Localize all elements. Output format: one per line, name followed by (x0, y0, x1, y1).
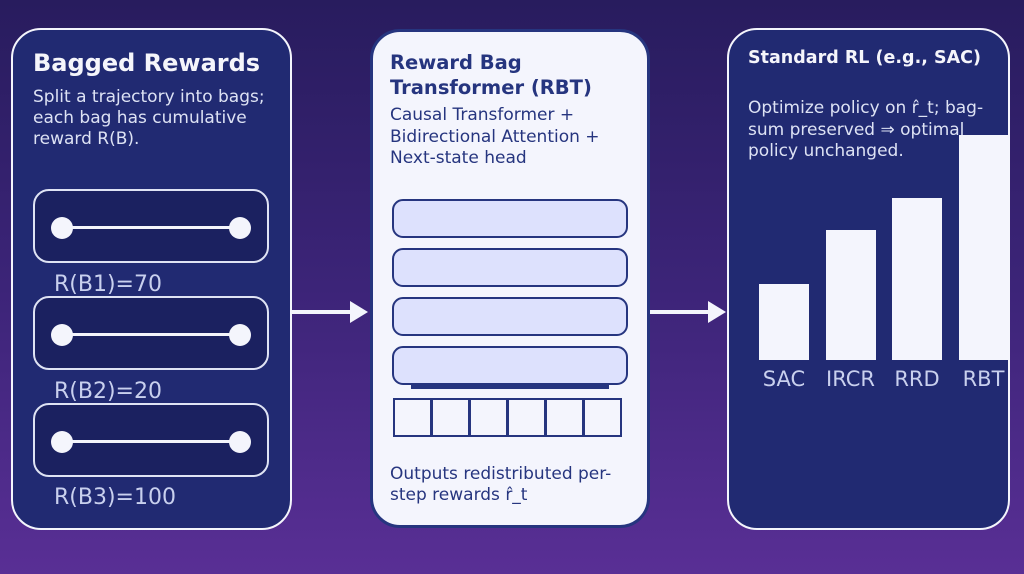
token-cell (395, 400, 430, 435)
transformer-layer-4 (392, 346, 628, 385)
token-cell (547, 400, 582, 435)
rbt-description: Causal Transformer + Bidirectional Atten… (390, 105, 600, 168)
arrow-right-icon (650, 301, 726, 323)
rbt-panel: Reward Bag Transformer (RBT) Causal Tran… (370, 29, 650, 528)
bar-ircr (825, 229, 876, 360)
trajectory-end-dot (229, 217, 251, 239)
standard-rl-title: Standard RL (e.g., SAC) (748, 48, 981, 68)
bag-2 (33, 296, 269, 370)
trajectory-segment-line (62, 333, 240, 336)
bag-2-reward-label: R(B2)=20 (54, 379, 162, 404)
trajectory-segment-line (62, 226, 240, 229)
bar-label-rrd: RRD (894, 367, 940, 391)
standard-rl-description: Optimize policy on r̂_t; bag-sum preserv… (748, 98, 984, 161)
bag-1 (33, 189, 269, 263)
bar-rrd (892, 198, 942, 360)
trajectory-start-dot (51, 217, 73, 239)
token-sequence (393, 398, 622, 437)
arrow-shaft (650, 310, 712, 314)
bar-sac (759, 283, 809, 360)
bag-3-reward-label: R(B3)=100 (54, 485, 176, 510)
standard-rl-panel: Standard RL (e.g., SAC) Optimize policy … (727, 28, 1010, 530)
trajectory-end-dot (229, 324, 251, 346)
bag-3 (33, 403, 269, 477)
transformer-layer-2 (392, 248, 628, 287)
bagged-rewards-panel: Bagged Rewards Split a trajectory into b… (11, 28, 292, 530)
bar-label-sac: SAC (762, 367, 806, 391)
rbt-title: Reward Bag Transformer (RBT) (390, 51, 592, 99)
bagged-rewards-description: Split a trajectory into bags; each bag h… (33, 87, 265, 149)
token-cell (433, 400, 468, 435)
bag-1-reward-label: R(B1)=70 (54, 272, 162, 297)
bar-label-rbt: RBT (962, 367, 1005, 391)
bar-label-ircr: IRCR (826, 367, 875, 391)
transformer-layer-3 (392, 297, 628, 336)
arrow-head (708, 301, 726, 323)
rbt-output-text: Outputs redistributed per-step rewards r… (390, 464, 612, 505)
trajectory-end-dot (229, 431, 251, 453)
token-cell (585, 400, 620, 435)
transformer-layer-1 (392, 199, 628, 238)
arrow-head (350, 301, 368, 323)
trajectory-start-dot (51, 324, 73, 346)
bagged-rewards-title: Bagged Rewards (33, 49, 261, 77)
arrow-shaft (292, 310, 354, 314)
token-cell (471, 400, 506, 435)
trajectory-start-dot (51, 431, 73, 453)
token-cell (509, 400, 544, 435)
trajectory-segment-line (62, 440, 240, 443)
layer-stack-base (411, 384, 609, 389)
bar-rbt (958, 135, 1009, 360)
arrow-right-icon (292, 301, 368, 323)
